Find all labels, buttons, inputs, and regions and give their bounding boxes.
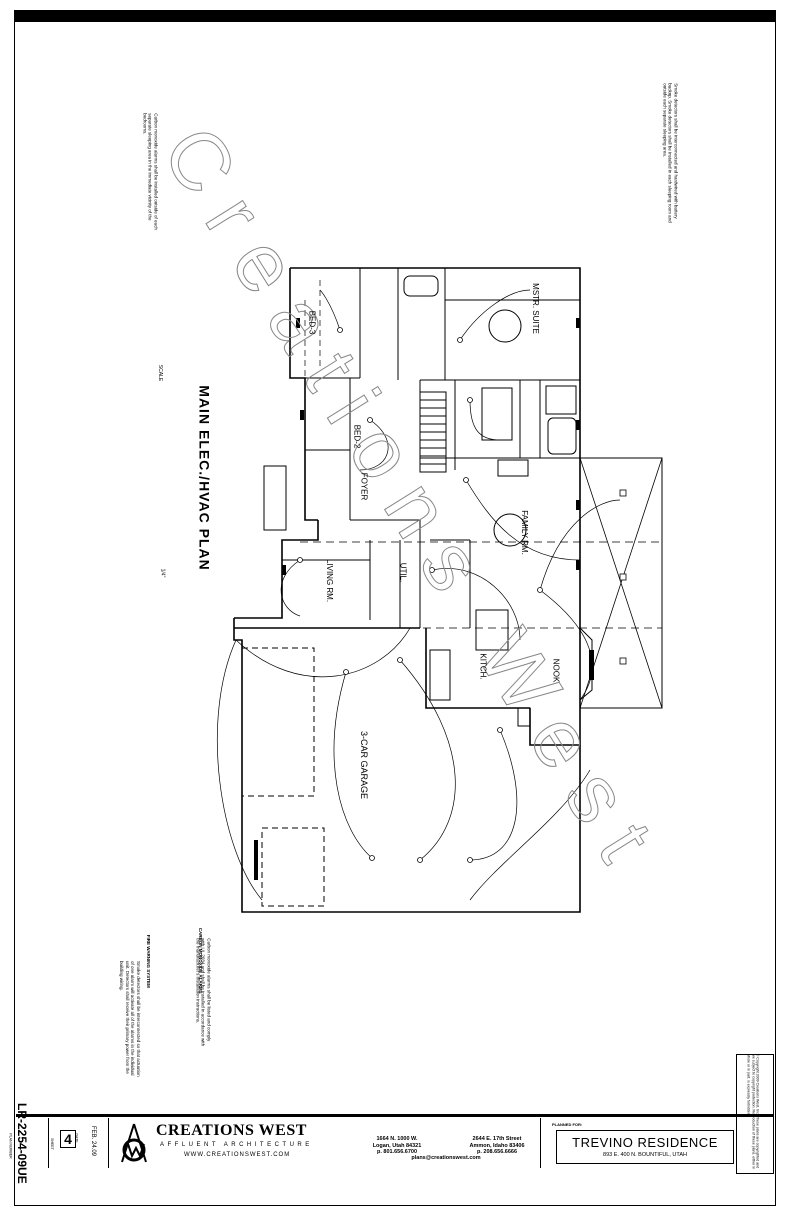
fire-title: FIRE WARNING SYSTEM [145, 934, 151, 988]
copyright-text: © Copyright 2009 Creations West, Inc. Th… [746, 1054, 760, 1170]
watermark-text: Creations West [145, 111, 682, 895]
top-border-bar [14, 10, 776, 22]
client-address: 893 E. 400 N. BOUNTIFUL, UTAH [603, 1152, 687, 1158]
room-label-foyer: FOYER [359, 472, 369, 501]
room-label-garage: 3-CAR GARAGE [359, 730, 370, 800]
creations-west-logo [121, 1123, 147, 1163]
room-label-util: UTIL. [398, 562, 408, 583]
date-label: DATE [74, 1133, 79, 1143]
sheet-frame [14, 22, 776, 1206]
office2-phone: p. 208.656.6666 [476, 1149, 518, 1155]
office2-address: 2644 E. 17th Street [472, 1136, 522, 1142]
date: FEB. 24.09 [90, 1125, 97, 1157]
room-label-bed3: BED-3 [307, 310, 317, 335]
company-email: plans@creationswest.com [411, 1155, 481, 1161]
plan-label: PLAN NUMBER [8, 1133, 13, 1159]
plan-number: LR-2254-09UE [15, 1103, 29, 1184]
room-label-kitch: KITCH. [478, 653, 488, 680]
copyright-box: © Copyright 2009 Creations West, Inc. Th… [736, 1054, 774, 1174]
company-tagline: AFFLUENT ARCHITECTURE [160, 1142, 313, 1148]
sheet-label: SHEET [49, 1138, 54, 1150]
office1-phone: p. 801.656.6700 [376, 1149, 418, 1155]
room-label-living: LIVING RM. [325, 558, 335, 603]
note-top-left: Carbon monoxide alarms shall be installe… [142, 113, 159, 230]
room-label-family: FAMILY RM. [519, 510, 529, 555]
room-label-nook: NOOK [551, 658, 561, 683]
carbon-body: Carbon monoxide alarms shall be listed a… [195, 938, 212, 1047]
title-block-rule [16, 1114, 774, 1117]
client-name: TREVINO RESIDENCE [572, 1135, 718, 1150]
client-box: TREVINO RESIDENCE 893 E. 400 N. BOUNTIFU… [556, 1130, 734, 1164]
note-top-right: Smoke detectors shall be interconnected … [662, 83, 679, 223]
title-block: LR-2254-09UE PLAN NUMBER 4 SHEET FEB. 24… [9, 1103, 774, 1184]
office-ammon: 2644 E. 17th Street Ammon, Idaho 83406 p… [452, 1136, 542, 1156]
office1-city: Logan, Utah 84321 [372, 1142, 422, 1149]
sheet-title: MAIN ELEC./HVAC PLAN [196, 385, 213, 571]
planned-for-label: PLANNED FOR: [552, 1122, 583, 1127]
room-label-bed2: BED-2 [352, 424, 362, 449]
scale-value: 1/4" [159, 568, 166, 578]
wall-outer-top [290, 267, 581, 458]
room-label-mstr-suite: MSTR. SUITE [530, 283, 540, 334]
office2-city: Ammon, Idaho 83406 [469, 1142, 525, 1149]
office1-address: 1664 N. 1000 W. [376, 1136, 418, 1142]
wall-kitchen-bottom [425, 628, 530, 709]
sheet-number: 4 [60, 1130, 76, 1148]
scale-label: SCALE [157, 364, 164, 382]
wall-living-left [234, 520, 319, 619]
office-logan: 1664 N. 1000 W. Logan, Utah 84321 p. 801… [352, 1136, 442, 1156]
company-website: WWW.CREATIONSWEST.COM [184, 1152, 291, 1158]
company-name: CREATIONS WEST [156, 1122, 307, 1139]
fire-body: Smoke detectors shall be interconnected … [119, 961, 142, 1077]
